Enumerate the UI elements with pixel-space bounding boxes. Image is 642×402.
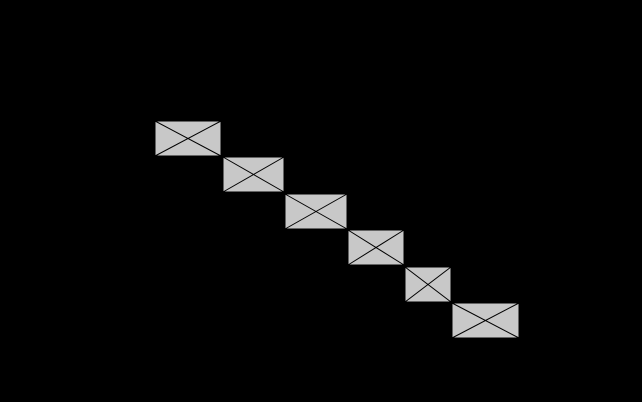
placeholder-box-3: [284, 193, 348, 230]
cross-line-b: [451, 302, 520, 339]
crossed-placeholder-icon: [404, 266, 452, 303]
crossed-placeholder-icon: [451, 302, 520, 339]
placeholder-box-2: [222, 156, 285, 193]
cross-line-b: [404, 266, 452, 303]
cross-line-b: [347, 229, 405, 266]
placeholder-box-5: [404, 266, 452, 303]
crossed-placeholder-icon: [284, 193, 348, 230]
cross-line-b: [154, 120, 222, 157]
placeholder-box-6: [451, 302, 520, 339]
placeholder-box-4: [347, 229, 405, 266]
placeholder-box-1: [154, 120, 222, 157]
crossed-placeholder-icon: [222, 156, 285, 193]
crossed-placeholder-icon: [347, 229, 405, 266]
crossed-placeholder-icon: [154, 120, 222, 157]
cross-line-b: [284, 193, 348, 230]
boxes-layer: [154, 120, 520, 339]
cross-line-b: [222, 156, 285, 193]
